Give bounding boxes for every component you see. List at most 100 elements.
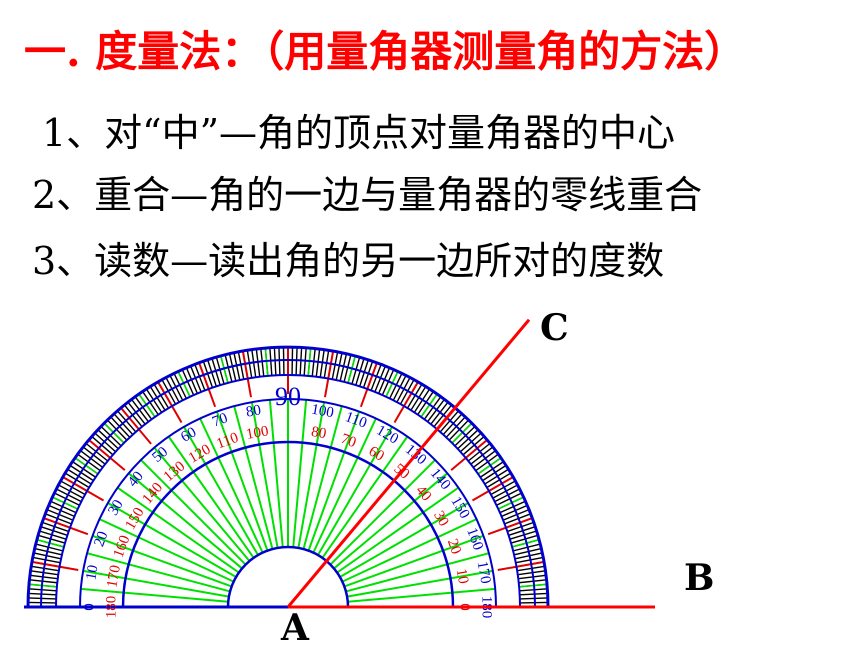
degree-tick [246, 350, 253, 378]
middle-arc [79, 398, 497, 608]
spoke-line [250, 401, 279, 549]
degree-tick [58, 484, 84, 499]
degree-tick [202, 360, 214, 388]
spoke-line [107, 502, 237, 578]
inner-scale-number: 100 [245, 423, 270, 443]
point-a-label: A [280, 607, 310, 645]
spoke-line [153, 447, 251, 562]
spoke-line [86, 552, 231, 593]
ten-degree-tick [359, 362, 378, 408]
five-degree-tick [74, 457, 99, 475]
outer-scale-number: 100 [310, 402, 335, 422]
outer-ring-arc [40, 359, 536, 608]
degree-tick [513, 547, 542, 556]
degree-tick [67, 468, 92, 485]
five-degree-tick [219, 355, 229, 384]
spoke-line [336, 486, 459, 574]
degree-tick [381, 369, 395, 396]
point-b-label: B [684, 557, 714, 599]
degree-tick [519, 588, 548, 592]
degree-tick [517, 570, 546, 576]
inner-scale-number: 10 [453, 568, 471, 586]
degree-tick [32, 556, 61, 564]
degree-tick [417, 391, 434, 416]
degree-tick [35, 543, 64, 552]
degree-tick [60, 480, 86, 496]
degree-tick [251, 349, 257, 378]
degree-tick [517, 565, 545, 572]
five-degree-tick [347, 355, 357, 384]
degree-tick [145, 388, 163, 413]
spoke-line [329, 459, 436, 566]
outer-scale-number: 0 [81, 603, 97, 611]
degree-tick [41, 521, 69, 533]
five-degree-tick [138, 393, 156, 418]
degree-tick [56, 488, 82, 503]
five-degree-tick [497, 496, 524, 510]
degree-tick [323, 350, 330, 378]
degree-tick [486, 472, 512, 489]
degree-tick [29, 574, 58, 580]
five-degree-tick [307, 347, 312, 376]
degree-tick [499, 500, 526, 514]
spoke-line [92, 534, 232, 588]
degree-tick [462, 435, 485, 456]
outer-scale-number: 170 [474, 560, 494, 585]
spoke-line [268, 399, 284, 548]
ten-degree-tick [198, 362, 217, 408]
degree-tick [299, 347, 303, 376]
spoke-line [82, 569, 230, 598]
spoke-line [317, 426, 393, 556]
degree-tick [339, 353, 348, 382]
degree-tick [454, 425, 476, 447]
degree-tick [359, 359, 370, 387]
degree-tick [206, 359, 217, 387]
degree-tick [69, 464, 94, 482]
ten-degree-tick [43, 517, 89, 536]
spoke-line [297, 401, 326, 549]
spoke-line [199, 418, 264, 554]
degree-tick [475, 453, 499, 472]
degree-tick [494, 488, 520, 503]
degree-tick [29, 579, 58, 584]
degree-tick [343, 354, 352, 383]
outer-scale-number: 30 [105, 497, 126, 518]
degree-tick [142, 391, 159, 416]
spoke-line [333, 472, 448, 570]
point-c-label: C [540, 307, 569, 349]
outer-arc [26, 345, 550, 608]
degree-tick [392, 375, 407, 401]
degree-tick [153, 383, 170, 409]
degree-tick [518, 579, 547, 584]
degree-tick [215, 356, 225, 385]
degree-tick [85, 442, 109, 462]
spoke-line [128, 472, 243, 570]
degree-tick [79, 449, 104, 468]
degree-tick [37, 534, 66, 544]
degree-tick [77, 453, 101, 472]
degree-tick [482, 464, 507, 482]
degree-tick [374, 365, 387, 393]
degree-tick [512, 543, 541, 552]
degree-tick [519, 597, 548, 600]
degree-tick [45, 513, 72, 525]
degree-tick [470, 446, 494, 465]
degree-tick [427, 398, 446, 423]
spoke-line [215, 411, 269, 551]
degree-tick [467, 442, 491, 462]
degree-tick [399, 379, 415, 405]
spoke-line [312, 418, 377, 554]
degree-tick [484, 468, 509, 485]
outer-scale-number: 20 [91, 529, 111, 549]
ten-degree-tick [88, 439, 126, 471]
spoke-line [80, 587, 229, 603]
degree-tick [94, 432, 117, 453]
hub-arc [226, 545, 350, 608]
spoke-line [292, 399, 308, 548]
five-degree-tick [385, 371, 399, 398]
degree-tick [518, 574, 547, 580]
degree-tick [459, 432, 482, 453]
spoke-line [117, 486, 240, 574]
spoke-line [167, 436, 255, 559]
degree-tick [123, 404, 143, 428]
